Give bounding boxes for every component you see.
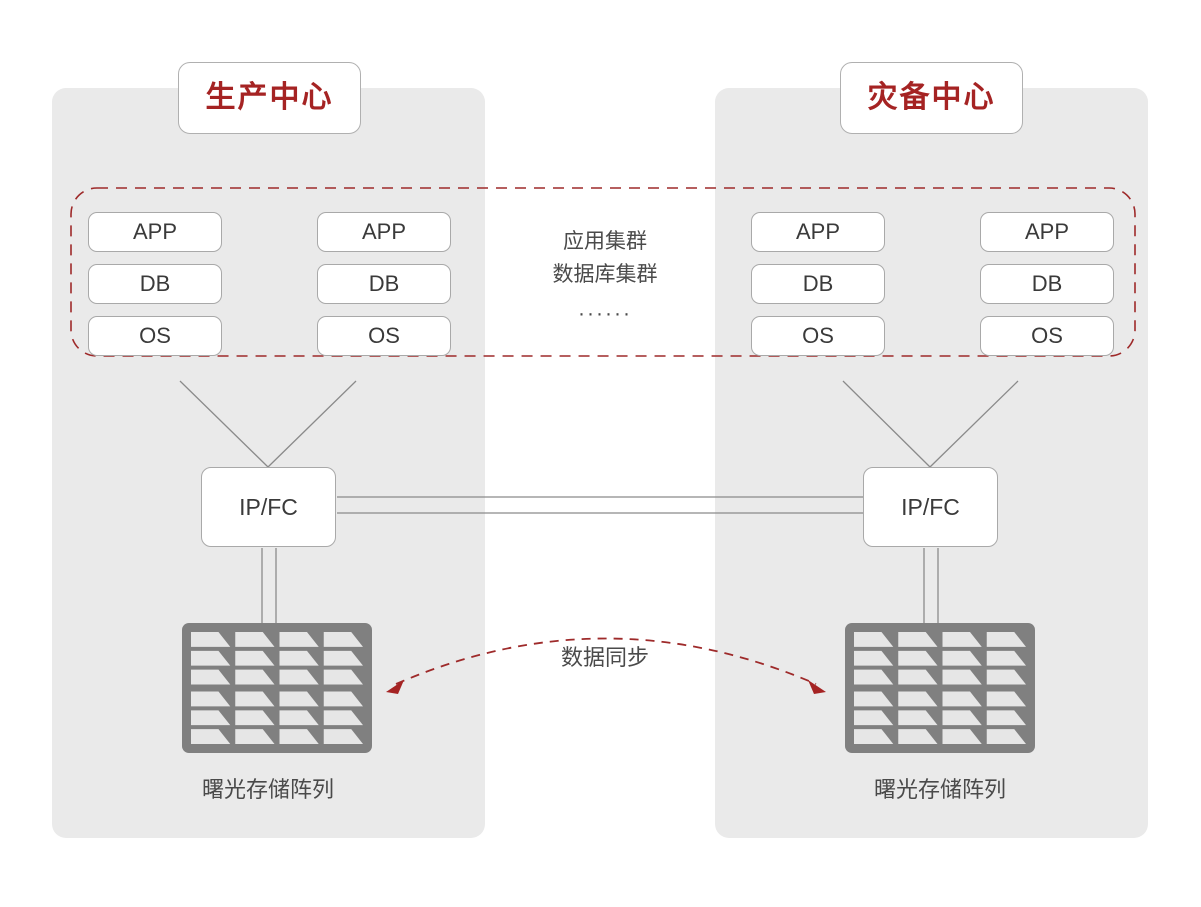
cluster-caption: 应用集群 数据库集群 ······ bbox=[500, 225, 710, 330]
storage-drive-slot bbox=[854, 650, 894, 666]
disaster-recovery-center-title-text: 灾备中心 bbox=[867, 81, 996, 114]
storage-drive-slot bbox=[235, 691, 275, 707]
production-center-title-text: 生产中心 bbox=[205, 81, 334, 114]
storage-drive-slot bbox=[942, 650, 982, 666]
right-stack-a-app-box: APP bbox=[751, 212, 885, 252]
right-storage-array-icon bbox=[845, 623, 1035, 753]
right-stack-a-db-label: DB bbox=[802, 271, 834, 296]
right-stack-a-app-label: APP bbox=[795, 219, 841, 244]
storage-drive-slot bbox=[323, 691, 363, 707]
storage-drive-slot bbox=[235, 729, 275, 744]
storage-drive-slot bbox=[235, 669, 275, 685]
production-center-title-box: 生产中心 bbox=[178, 62, 361, 134]
left-stack-a-db-box: DB bbox=[88, 264, 222, 304]
left-stack-a-os-label: OS bbox=[139, 323, 171, 348]
left-storage-array-svg bbox=[182, 623, 372, 753]
storage-drive-slot bbox=[235, 632, 275, 647]
storage-drive-slot bbox=[898, 650, 938, 666]
storage-drive-slot bbox=[191, 650, 231, 666]
storage-drive-slot bbox=[235, 710, 275, 726]
storage-drive-slot bbox=[898, 691, 938, 707]
left-stack-b-app-box: APP bbox=[317, 212, 451, 252]
left-stack-a-app-label: APP bbox=[132, 219, 178, 244]
storage-drive-slot bbox=[986, 632, 1026, 647]
storage-drive-slot bbox=[279, 710, 319, 726]
left-stack-b-db-label: DB bbox=[368, 271, 400, 296]
storage-drive-slot bbox=[323, 632, 363, 647]
left-ipfc-switch-label: IP/FC bbox=[239, 493, 298, 520]
cluster-caption-ellipsis: ······ bbox=[578, 302, 632, 325]
storage-drive-slot bbox=[323, 669, 363, 685]
left-storage-array-icon bbox=[182, 623, 372, 753]
cluster-caption-line-2: 数据库集群 bbox=[552, 263, 658, 286]
right-storage-array-label: 曙光存储阵列 bbox=[873, 777, 1006, 802]
storage-drive-slot bbox=[986, 669, 1026, 685]
storage-drive-slot bbox=[854, 729, 894, 744]
storage-drive-slot bbox=[942, 669, 982, 685]
storage-drive-slot bbox=[986, 729, 1026, 744]
storage-drive-slot bbox=[854, 669, 894, 685]
right-stack-b-os-box: OS bbox=[980, 316, 1114, 356]
storage-drive-slot bbox=[854, 632, 894, 647]
storage-drive-slot bbox=[323, 710, 363, 726]
right-stack-a-os-box: OS bbox=[751, 316, 885, 356]
storage-drive-slot bbox=[986, 710, 1026, 726]
data-sync-label: 数据同步 bbox=[560, 645, 649, 670]
disaster-recovery-center-title-box: 灾备中心 bbox=[840, 62, 1023, 134]
storage-drive-slot bbox=[191, 691, 231, 707]
storage-drive-slot bbox=[942, 729, 982, 744]
right-ipfc-switch-box: IP/FC bbox=[863, 467, 998, 547]
storage-drive-slot bbox=[898, 710, 938, 726]
cluster-caption-line-1: 应用集群 bbox=[563, 230, 647, 253]
left-ipfc-switch-box: IP/FC bbox=[201, 467, 336, 547]
storage-drive-slot bbox=[942, 710, 982, 726]
storage-drive-slot bbox=[986, 691, 1026, 707]
storage-drive-slot bbox=[191, 632, 231, 647]
storage-drive-slot bbox=[191, 710, 231, 726]
storage-drive-slot bbox=[191, 669, 231, 685]
storage-drive-slot bbox=[279, 669, 319, 685]
right-stack-a-db-box: DB bbox=[751, 264, 885, 304]
storage-drive-slot bbox=[235, 650, 275, 666]
right-stack-b-db-box: DB bbox=[980, 264, 1114, 304]
storage-drive-slot bbox=[279, 650, 319, 666]
right-stack-a-os-label: OS bbox=[802, 323, 834, 348]
left-stack-b-app-label: APP bbox=[361, 219, 407, 244]
right-stack-b-app-label: APP bbox=[1024, 219, 1070, 244]
storage-drive-slot bbox=[986, 650, 1026, 666]
storage-drive-slot bbox=[279, 691, 319, 707]
storage-drive-slot bbox=[898, 669, 938, 685]
storage-drive-slot bbox=[323, 650, 363, 666]
right-stack-b-app-box: APP bbox=[980, 212, 1114, 252]
storage-drive-slot bbox=[191, 729, 231, 744]
storage-drive-slot bbox=[854, 691, 894, 707]
left-storage-array-label: 曙光存储阵列 bbox=[201, 777, 334, 802]
right-stack-b-os-label: OS bbox=[1031, 323, 1063, 348]
storage-drive-slot bbox=[942, 691, 982, 707]
left-stack-a-app-box: APP bbox=[88, 212, 222, 252]
left-stack-b-db-box: DB bbox=[317, 264, 451, 304]
storage-drive-slot bbox=[854, 710, 894, 726]
right-storage-array-svg bbox=[845, 623, 1035, 753]
left-stack-a-os-box: OS bbox=[88, 316, 222, 356]
storage-drive-slot bbox=[898, 729, 938, 744]
storage-drive-slot bbox=[323, 729, 363, 744]
right-stack-b-db-label: DB bbox=[1031, 271, 1063, 296]
left-stack-b-os-label: OS bbox=[368, 323, 400, 348]
left-stack-b-os-box: OS bbox=[317, 316, 451, 356]
storage-drive-slot bbox=[279, 632, 319, 647]
storage-drive-slot bbox=[898, 632, 938, 647]
storage-drive-slot bbox=[942, 632, 982, 647]
left-stack-a-db-label: DB bbox=[139, 271, 171, 296]
right-ipfc-switch-label: IP/FC bbox=[901, 493, 960, 520]
storage-drive-slot bbox=[279, 729, 319, 744]
